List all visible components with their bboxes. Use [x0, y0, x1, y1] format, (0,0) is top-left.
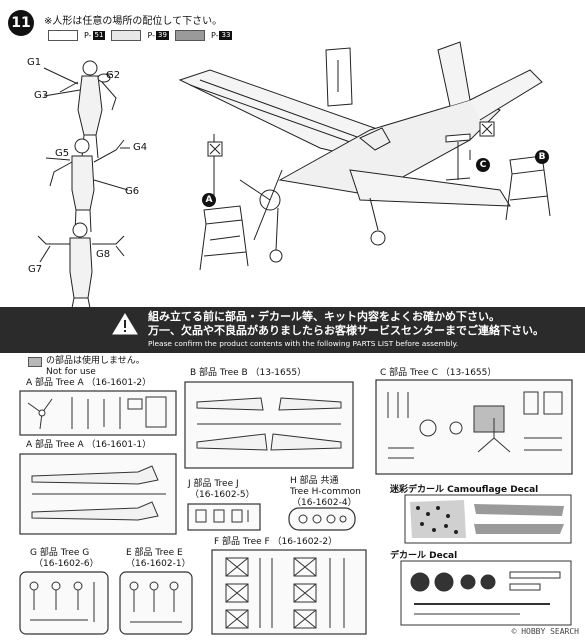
not-for-use-en: Not for use [46, 367, 96, 377]
tree-h-title-3: （16-1602-4） [292, 498, 357, 508]
callout-c: C [476, 158, 490, 172]
not-for-use-legend: の部品は使用しません。 Not for use [28, 356, 145, 378]
tree-j-title-1: J 部品 Tree J [188, 479, 239, 489]
tree-h-sprue [288, 507, 356, 531]
tree-e-title-2: （16-1602-1） [126, 559, 191, 569]
warning-line-1: 組み立てる前に部品・デカール等、キット内容をよくお確かめ下さい。 [148, 310, 500, 323]
tree-c-sprue [375, 379, 573, 475]
warning-band [0, 307, 585, 353]
figure-placement-note: ※人形は任意の場所の配位して下さい。 [44, 16, 223, 27]
tree-a2-title: A 部品 Tree A （16-1601-2） [26, 378, 152, 388]
watermark: © HOBBY SEARCH [511, 627, 579, 636]
tree-g-title-2: （16-1602-6） [34, 559, 99, 569]
paint-ref-3: P-33 [210, 31, 233, 40]
figure-part-label: G1 [27, 57, 42, 68]
tree-e-title-1: E 部品 Tree E [126, 548, 183, 558]
warning-text: 組み立てる前に部品・デカール等、キット内容をよくお確かめ下さい。 万一、欠品や不… [148, 310, 544, 350]
figure-part-label: G4 [133, 142, 148, 153]
warning-line-3: Please confirm the product contents with… [148, 339, 459, 348]
callout-a: A [202, 193, 216, 207]
step-number: 11 [8, 10, 34, 36]
paint-swatch-3 [174, 30, 205, 41]
not-for-use-jp: の部品は使用しません。 [46, 356, 145, 366]
tree-b-title: B 部品 Tree B （13-1655） [190, 368, 307, 378]
tree-h-title-1: H 部品 共通 [290, 476, 339, 486]
warning-line-2: 万一、欠品や不良品がありましたらお客様サービスセンターまでご連絡下さい。 [148, 324, 544, 337]
figure-part-label: G5 [55, 148, 70, 159]
tree-j-title-2: （16-1602-5） [190, 490, 255, 500]
tree-g-sprue [19, 571, 109, 635]
tree-a2-sprue [19, 390, 177, 436]
figure-part-label: G8 [96, 249, 111, 260]
paint-ref-1: P-51 [84, 31, 106, 40]
warning-triangle-icon [112, 313, 138, 335]
figure-part-label: G3 [34, 90, 49, 101]
callout-b: B [535, 150, 549, 164]
paint-ref-2: P-39 [147, 31, 169, 40]
tree-e-sprue [119, 571, 193, 635]
tree-g-title-1: G 部品 Tree G [30, 548, 90, 558]
paint-reference-row: P-51 P-39 P-33 [48, 30, 233, 41]
tree-h-title-2: Tree H-common [290, 487, 361, 497]
not-for-use-swatch [28, 357, 42, 367]
tree-f-sprue [211, 549, 367, 635]
paint-swatch-2 [111, 30, 142, 41]
tree-b-sprue [184, 381, 354, 469]
tree-a1-title: A 部品 Tree A （16-1601-1） [26, 440, 152, 450]
tree-a1-sprue [19, 453, 177, 535]
tree-j-sprue [187, 503, 261, 531]
paint-swatch-1 [48, 30, 78, 41]
tree-c-title: C 部品 Tree C （13-1655） [380, 368, 497, 378]
tree-f-title: F 部品 Tree F （16-1602-2） [214, 537, 338, 547]
figure-part-label: G7 [28, 264, 43, 275]
decal-title: デカール Decal [390, 551, 458, 561]
figure-part-label: G6 [125, 186, 140, 197]
figure-part-label: G2 [106, 70, 121, 81]
camouflage-decal-sheet [404, 494, 572, 544]
decal-sheet [400, 560, 572, 626]
crew-figures-illustration [37, 60, 130, 309]
aircraft-assembly-illustration [178, 41, 551, 271]
camouflage-decal-title: 迷彩デカール Camouflage Decal [390, 485, 539, 495]
